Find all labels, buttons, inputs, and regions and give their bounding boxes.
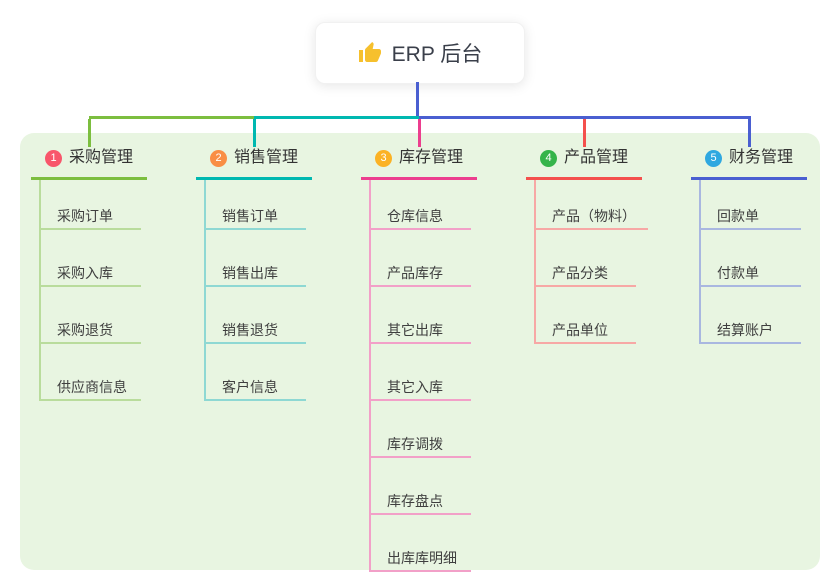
child-node[interactable]: 销售订单 — [206, 180, 306, 230]
root-node[interactable]: ERP 后台 — [315, 22, 525, 84]
child-node[interactable]: 库存盘点 — [371, 458, 471, 515]
branch-children-2: 销售订单销售出库销售退货客户信息 — [204, 180, 312, 401]
branch-title-5[interactable]: 5 财务管理 — [691, 147, 807, 180]
child-node[interactable]: 回款单 — [701, 180, 801, 230]
branch-number-badge-1: 1 — [45, 149, 62, 167]
branch-title-label: 采购管理 — [69, 149, 134, 166]
child-node[interactable]: 库存调拨 — [371, 401, 471, 458]
branch-drop-line-5 — [747, 119, 751, 147]
branch-children-4: 产品（物料）产品分类产品单位 — [534, 180, 648, 344]
root-label: ERP 后台 — [391, 43, 483, 66]
branch-children-1: 采购订单采购入库采购退货供应商信息 — [39, 180, 147, 401]
branch-title-label: 财务管理 — [729, 149, 794, 166]
child-node[interactable]: 产品（物料） — [536, 180, 648, 230]
branch-title-1[interactable]: 1 采购管理 — [31, 147, 147, 180]
branch-1: 1 采购管理采购订单采购入库采购退货供应商信息 — [31, 147, 147, 401]
branch-children-5: 回款单付款单结算账户 — [699, 180, 807, 344]
child-node[interactable]: 销售出库 — [206, 230, 306, 287]
child-node[interactable]: 采购入库 — [41, 230, 141, 287]
branch-title-4[interactable]: 4 产品管理 — [526, 147, 642, 180]
branches-panel — [20, 133, 820, 570]
child-node[interactable]: 其它入库 — [371, 344, 471, 401]
child-node[interactable]: 产品单位 — [536, 287, 636, 344]
child-node[interactable]: 采购退货 — [41, 287, 141, 344]
branch-title-label: 产品管理 — [564, 149, 629, 166]
child-node[interactable]: 采购订单 — [41, 180, 141, 230]
branch-number-badge-3: 3 — [375, 149, 392, 167]
branch-number-badge-4: 4 — [540, 149, 557, 167]
child-node[interactable]: 销售退货 — [206, 287, 306, 344]
child-node[interactable]: 出库库明细 — [371, 515, 471, 572]
branch-title-label: 销售管理 — [234, 149, 299, 166]
child-node[interactable]: 供应商信息 — [41, 344, 141, 401]
branch-drop-line-2 — [252, 119, 256, 147]
branch-2: 2 销售管理销售订单销售出库销售退货客户信息 — [196, 147, 312, 401]
branch-drop-line-1 — [87, 119, 91, 147]
branch-number-badge-5: 5 — [705, 149, 722, 167]
branch-title-2[interactable]: 2 销售管理 — [196, 147, 312, 180]
branch-drop-line-4 — [582, 119, 586, 147]
branch-title-3[interactable]: 3 库存管理 — [361, 147, 477, 180]
branch-number-badge-2: 2 — [210, 149, 227, 167]
child-node[interactable]: 其它出库 — [371, 287, 471, 344]
branch-children-3: 仓库信息产品库存其它出库其它入库库存调拨库存盘点出库库明细 — [369, 180, 477, 572]
child-node[interactable]: 结算账户 — [701, 287, 801, 344]
branch-title-label: 库存管理 — [399, 149, 464, 166]
child-node[interactable]: 客户信息 — [206, 344, 306, 401]
child-node[interactable]: 产品分类 — [536, 230, 636, 287]
thumbs-up-path — [358, 42, 381, 62]
branch-drop-line-3 — [417, 119, 421, 147]
bus-segment-1 — [89, 116, 254, 119]
bus-segment-2 — [254, 116, 419, 119]
root-stem-line — [416, 82, 419, 119]
child-node[interactable]: 产品库存 — [371, 230, 471, 287]
bus-segment-3 — [419, 116, 751, 119]
branch-4: 4 产品管理产品（物料）产品分类产品单位 — [526, 147, 648, 344]
child-node[interactable]: 仓库信息 — [371, 180, 471, 230]
child-node[interactable]: 付款单 — [701, 230, 801, 287]
branch-3: 3 库存管理仓库信息产品库存其它出库其它入库库存调拨库存盘点出库库明细 — [361, 147, 477, 572]
branch-5: 5 财务管理回款单付款单结算账户 — [691, 147, 807, 344]
thumbs-up-icon — [358, 42, 381, 62]
